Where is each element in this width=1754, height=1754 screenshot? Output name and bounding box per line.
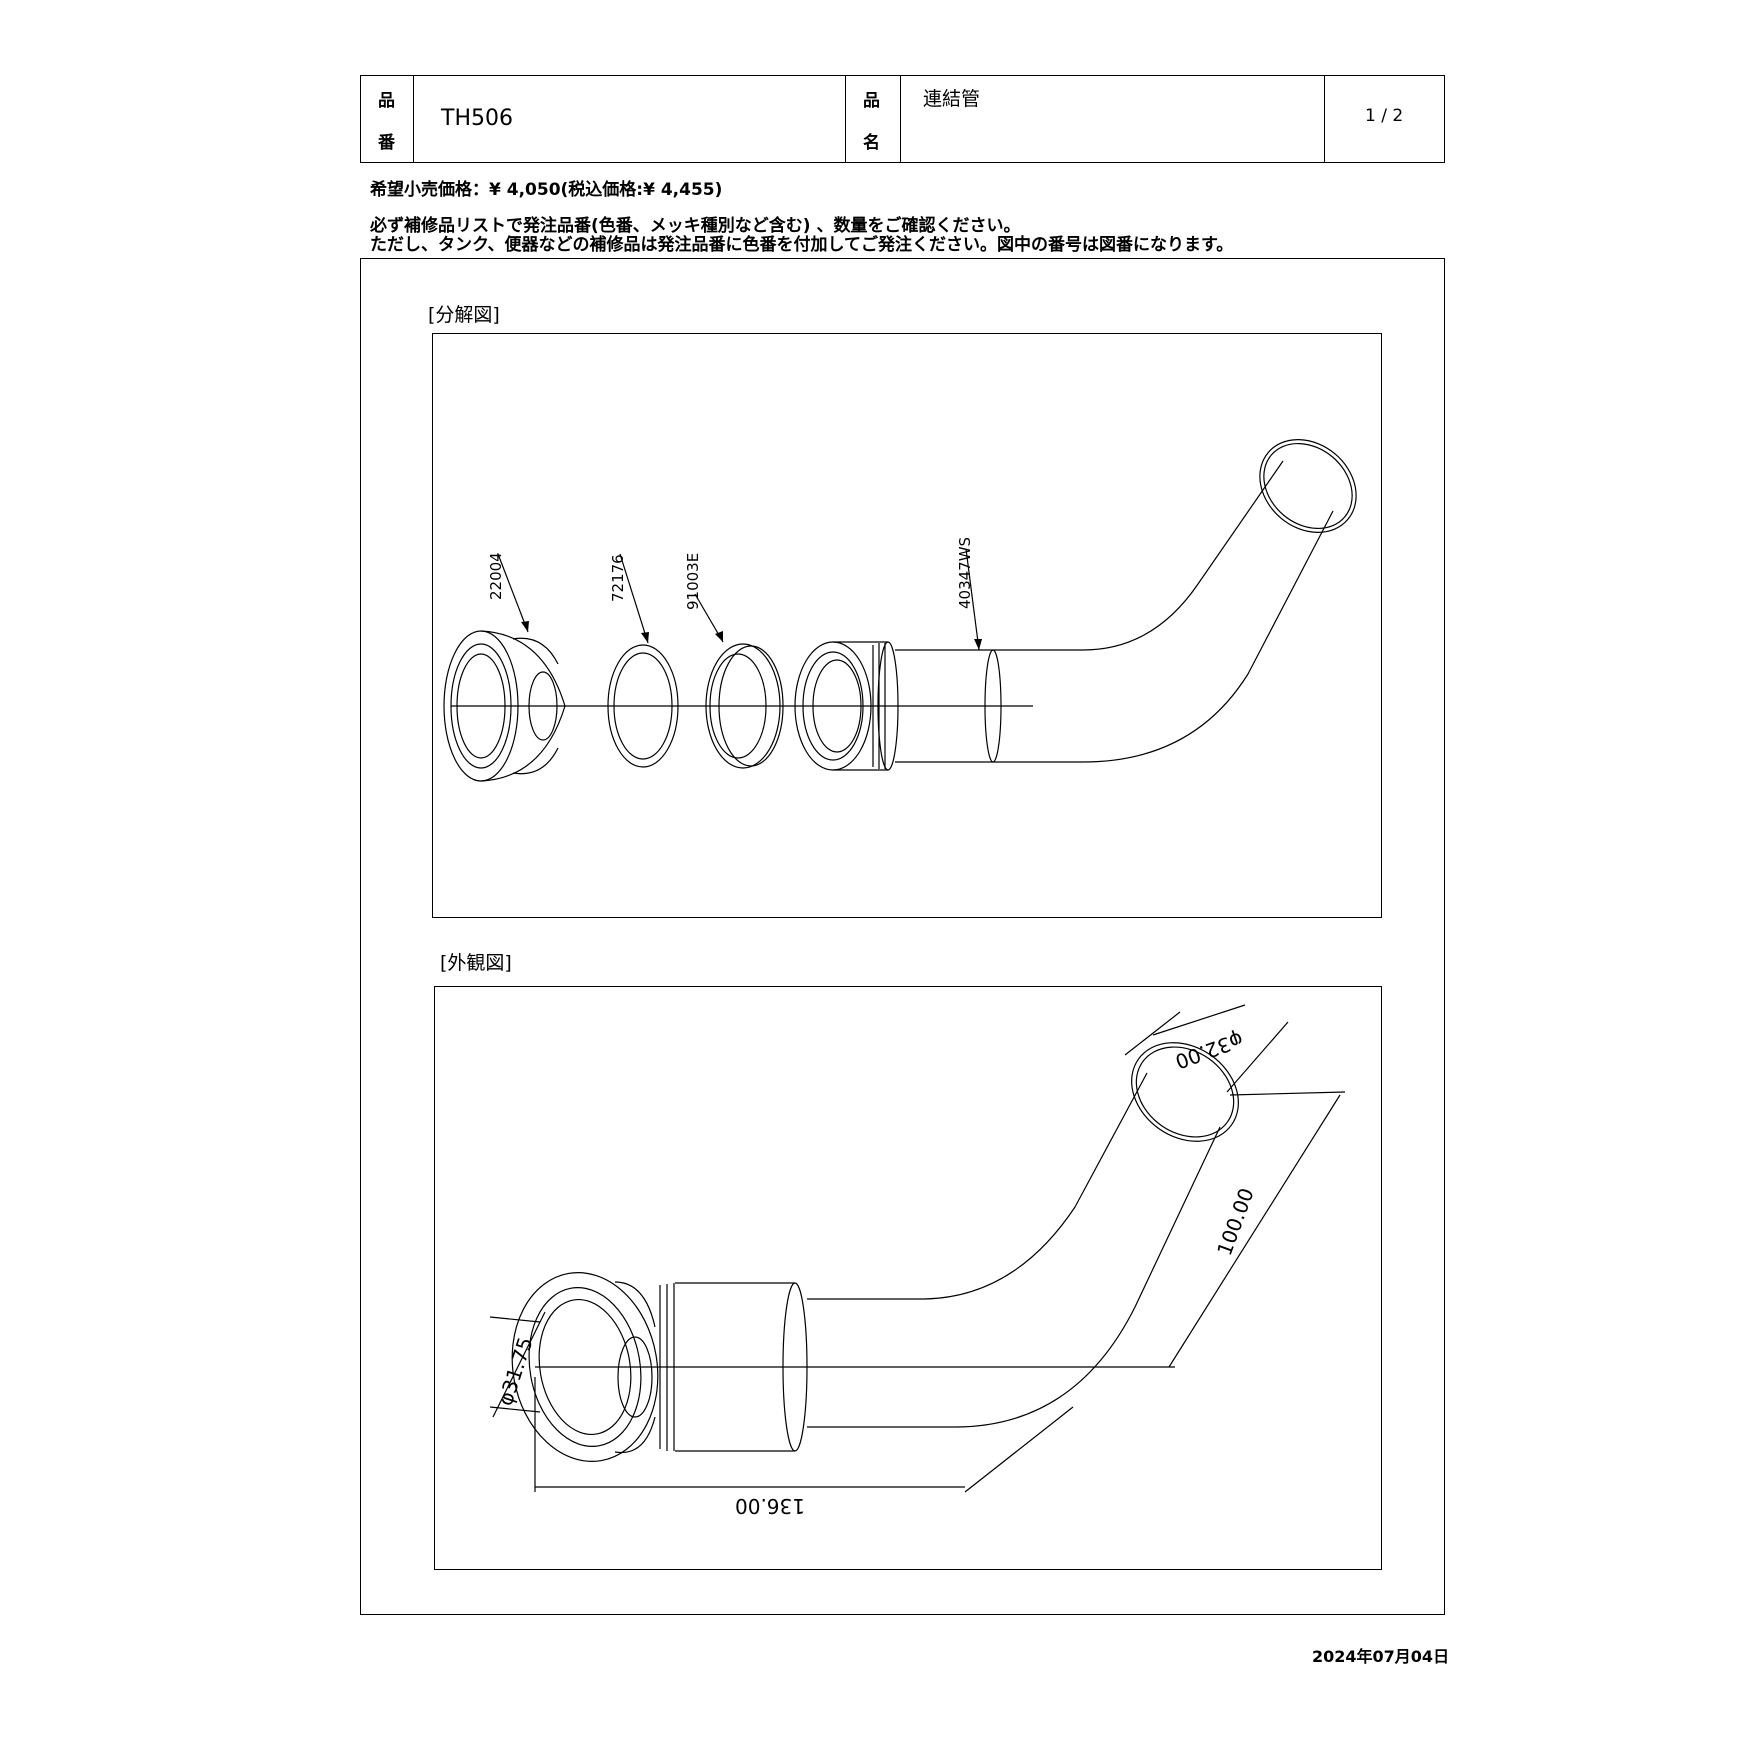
- exploded-diagram: 22004 72176 91003E 40347WS: [443, 439, 1357, 782]
- part-name-label-2: 名: [863, 133, 880, 153]
- drawing-frame: [360, 258, 1445, 1615]
- dim-length: 136.00: [735, 1494, 805, 1518]
- part-number: TH506: [441, 106, 513, 131]
- dim-height: 100.00: [1212, 1185, 1258, 1259]
- external-diagram: φ32.00 100.00 φ31.75 136.00: [489, 1004, 1346, 1518]
- part-label-40347ws: 40347WS: [956, 537, 974, 609]
- part-no-label-2: 番: [378, 133, 395, 153]
- part-name: 連結管: [923, 88, 981, 110]
- external-view-panel: φ32.00 100.00 φ31.75 136.00: [434, 986, 1382, 1570]
- exploded-view-title: [分解図]: [428, 304, 500, 326]
- notice-line-1: 必ず補修品リストで発注品番(色番、メッキ種別など含む) 、数量をご確認ください。: [370, 216, 1021, 236]
- header-table: 品 番 TH506 品 名 連結管 1 / 2: [360, 75, 1445, 163]
- issue-date: 2024年07月04日: [1312, 1647, 1450, 1666]
- dim-diameter-top: φ32.00: [1172, 1027, 1246, 1074]
- part-label-72176: 72176: [609, 554, 627, 602]
- notice-line-2: ただし、タンク、便器などの補修品は発注品番に色番を付加してご発注ください。図中の…: [370, 235, 1234, 255]
- page-number: 1 / 2: [1365, 106, 1404, 126]
- part-label-91003e: 91003E: [684, 553, 702, 610]
- part-no-label-1: 品: [378, 91, 395, 111]
- part-label-22004: 22004: [487, 552, 505, 600]
- dim-diameter-nut: φ31.75: [493, 1334, 538, 1408]
- part-name-label-1: 品: [863, 91, 880, 111]
- external-view-title: [外観図]: [440, 952, 512, 974]
- exploded-view-panel: 22004 72176 91003E 40347WS: [432, 333, 1382, 918]
- price-line: 希望小売価格：¥ 4,050(税込価格:¥ 4,455): [370, 180, 723, 200]
